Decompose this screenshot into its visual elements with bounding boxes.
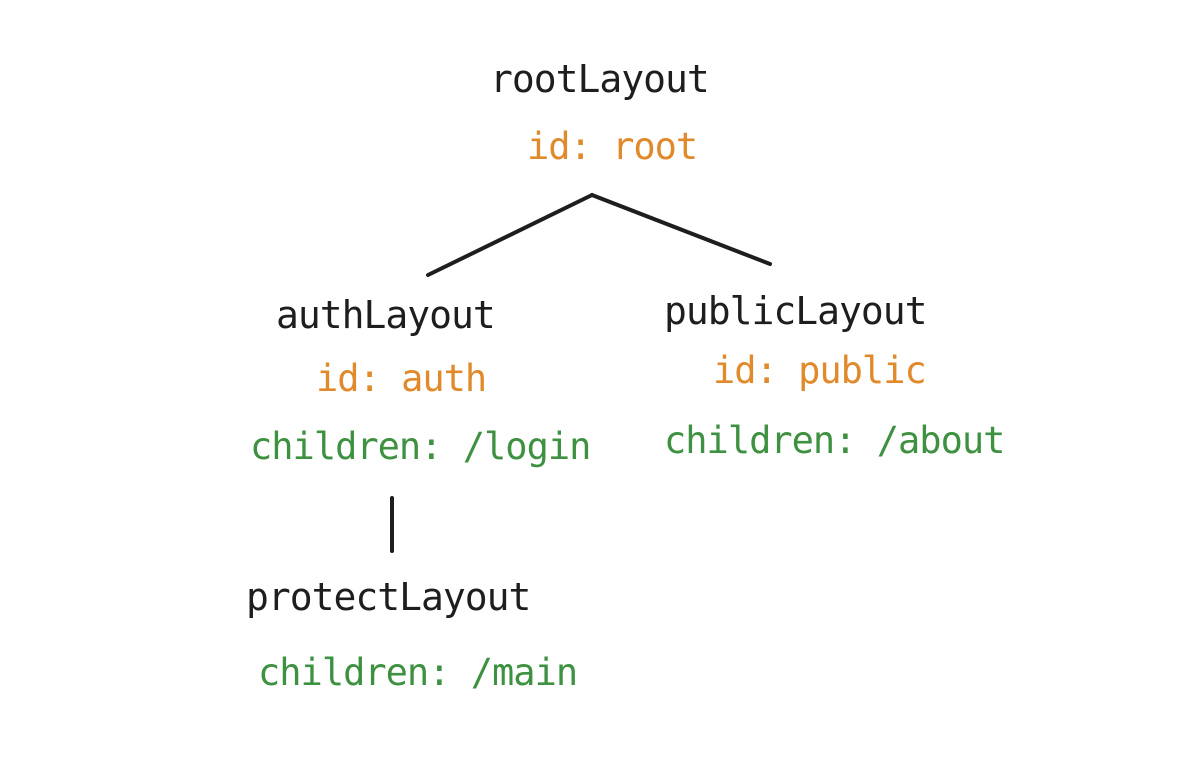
edge-root-public (590, 193, 772, 266)
node-public-name: publicLayout (664, 289, 928, 333)
edge-root-auth (426, 193, 594, 277)
node-root-name: rootLayout (490, 57, 710, 101)
node-root-id: id: root (527, 125, 698, 168)
node-protect-children: children: /main (258, 651, 578, 694)
node-auth-id: id: auth (316, 357, 487, 400)
node-protect-name: protectLayout (246, 575, 531, 619)
node-public-children: children: /about (664, 419, 1005, 462)
node-auth-name: authLayout (276, 293, 496, 337)
node-public-id: id: public (713, 349, 927, 392)
node-auth-children: children: /login (250, 425, 591, 468)
